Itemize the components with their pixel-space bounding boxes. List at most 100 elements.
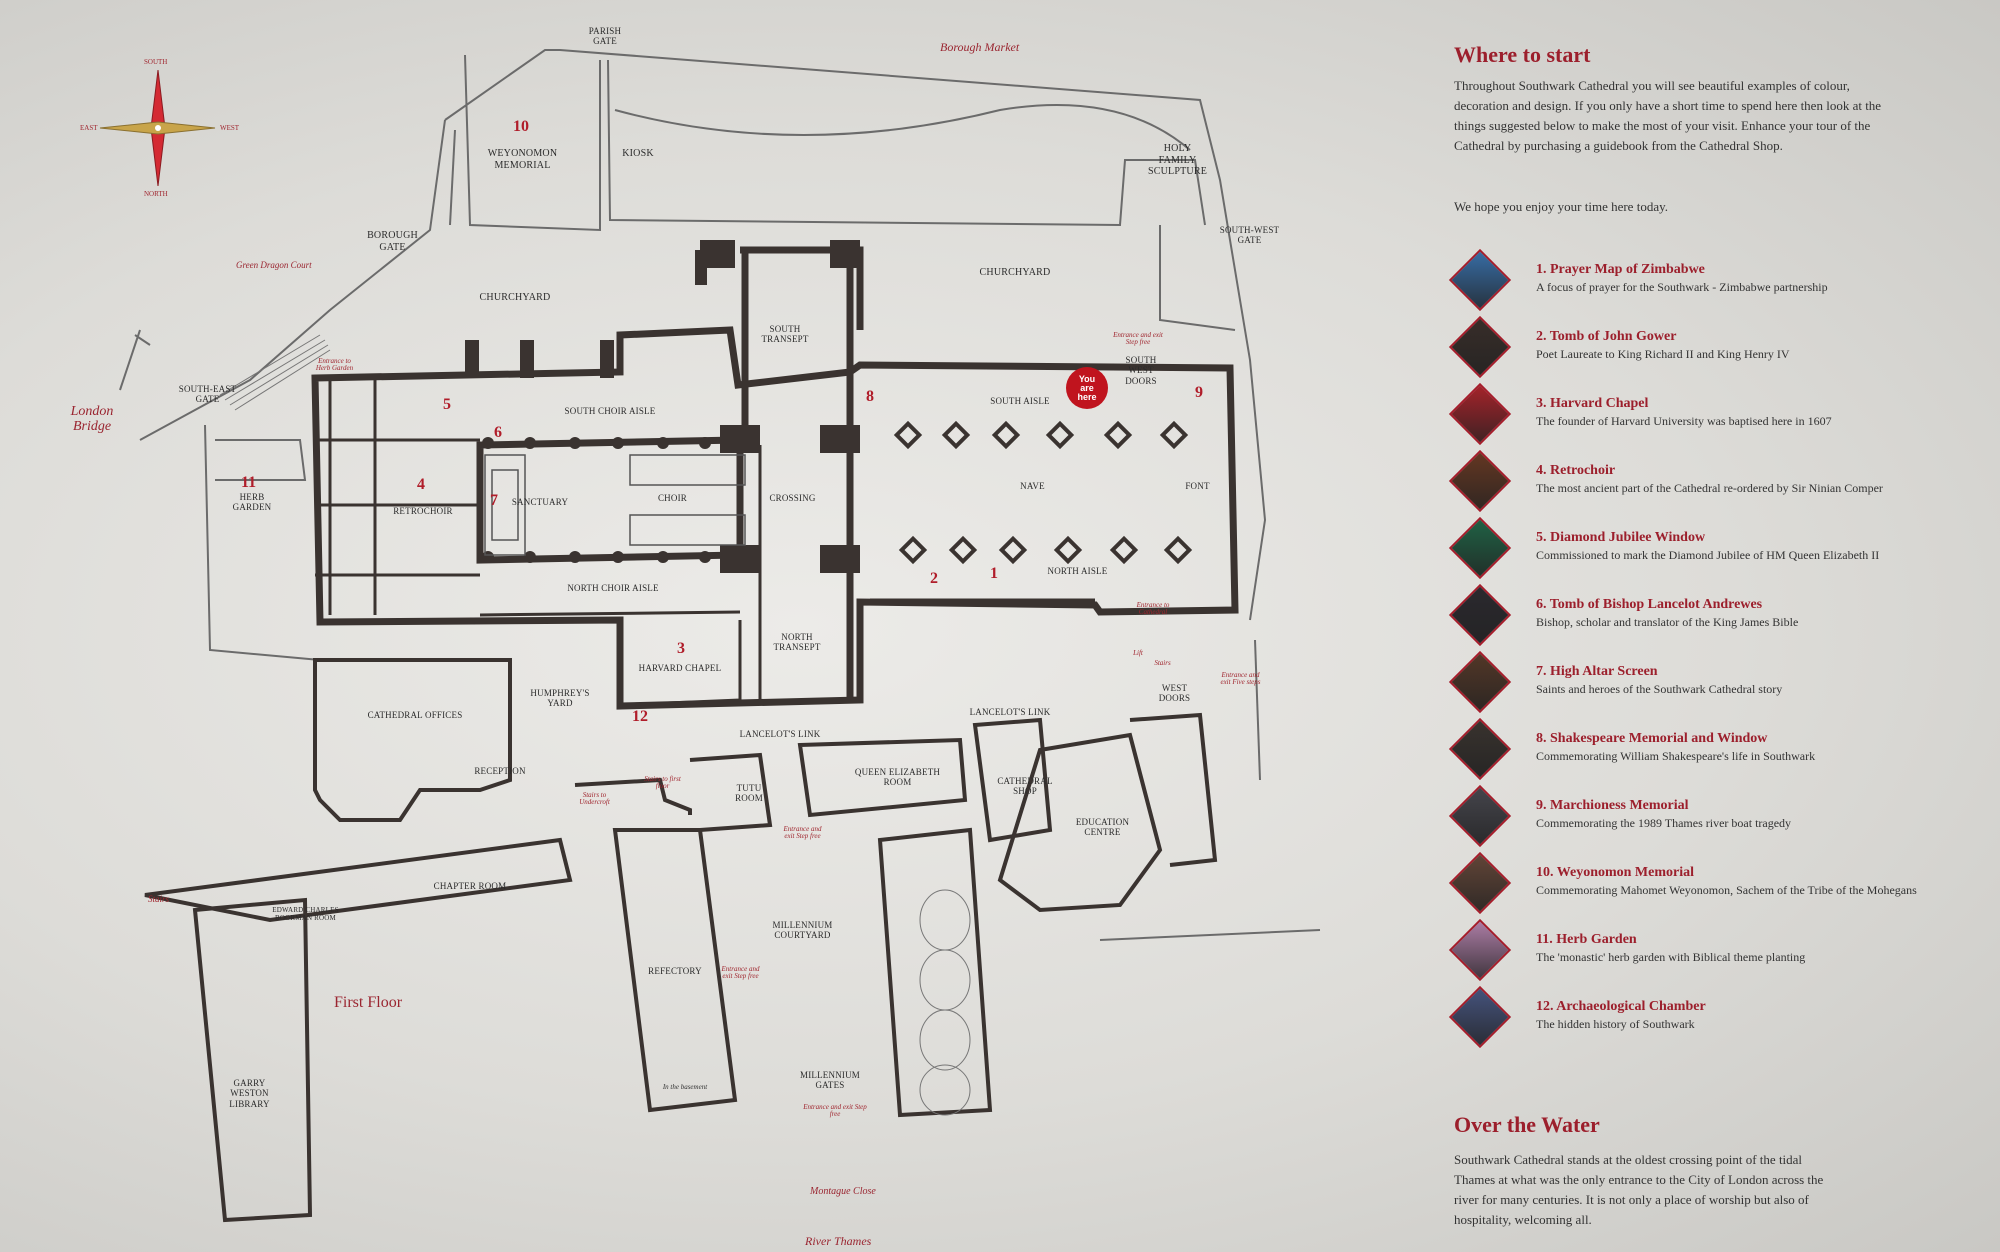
item-description: Bishop, scholar and translator of the Ki… <box>1536 615 1799 629</box>
item-thumbnail-icon <box>1448 985 1512 1049</box>
over-the-water-heading: Over the Water <box>1454 1112 1600 1137</box>
item-thumbnail-icon <box>1448 583 1512 647</box>
cathedral-shop-label: CATHEDRAL SHOP <box>997 776 1053 797</box>
holy-family-sculpture-label: HOLY FAMILY SCULPTURE <box>1147 143 1208 177</box>
point-10: 10 <box>513 118 529 135</box>
point-7: 7 <box>490 492 498 509</box>
item-title: 10. Weyonomon Memorial <box>1536 865 1695 880</box>
in-basement-note: In the basement <box>662 1083 708 1091</box>
point-1: 1 <box>990 565 998 582</box>
weyonomon-memorial-label: WEYONOMON MEMORIAL <box>487 148 558 171</box>
millennium-gates-label: MILLENNIUM GATES <box>800 1070 860 1091</box>
lift-note: Lift <box>1133 649 1143 657</box>
item-thumbnail-icon <box>1448 851 1512 915</box>
item-title: 2. Tomb of John Gower <box>1536 329 1677 344</box>
item-thumbnail-icon <box>1448 315 1512 379</box>
point-3: 3 <box>677 640 685 657</box>
where-to-start-heading: Where to start <box>1454 42 1591 67</box>
item-title: 8. Shakespeare Memorial and Window <box>1536 731 1768 746</box>
item-title: 11. Herb Garden <box>1536 932 1637 947</box>
south-transept-label: SOUTH TRANSEPT <box>761 324 809 345</box>
lancelots-link-2-label: LANCELOT'S LINK <box>969 707 1051 717</box>
refectory-label: REFECTORY <box>648 966 702 976</box>
item-thumbnail-icon <box>1448 516 1512 580</box>
item-thumbnail-icon <box>1448 248 1512 312</box>
item-title: 12. Archaeological Chamber <box>1536 999 1706 1014</box>
entrance-exit-sw-note: Entrance and exit Step free <box>1113 331 1163 347</box>
education-centre-label: EDUCATION CENTRE <box>1075 817 1130 838</box>
sanctuary-label: SANCTUARY <box>511 497 569 507</box>
stairs-label: Stairs <box>148 894 170 904</box>
london-bridge-label: London Bridge <box>70 404 114 434</box>
item-title: 4. Retrochoir <box>1536 463 1616 478</box>
edward-charles-label: EDWARD CHARLES BOORMAN ROOM <box>272 906 339 923</box>
humphreys-yard-label: HUMPHREY'S YARD <box>530 688 590 709</box>
item-description: The most ancient part of the Cathedral r… <box>1536 481 1883 495</box>
item-description: Commemorating Mahomet Weyonomon, Sachem … <box>1536 883 1917 897</box>
south-west-doors-label: SOUTH WEST DOORS <box>1125 355 1157 386</box>
green-dragon-court-label: Green Dragon Court <box>236 260 312 270</box>
choir-label: CHOIR <box>657 493 687 503</box>
entrance-exit-link-note: Entrance and exit Step free <box>783 825 822 841</box>
point-5: 5 <box>443 396 451 413</box>
queen-elizabeth-room-label: QUEEN ELIZABETH ROOM <box>854 767 941 788</box>
item-thumbnail-icon <box>1448 717 1512 781</box>
churchyard-west-label: CHURCHYARD <box>479 292 551 303</box>
north-choir-aisle-label: NORTH CHOIR AISLE <box>567 583 659 593</box>
parish-gate-label: PARISH GATE <box>588 26 622 47</box>
south-aisle-label: SOUTH AISLE <box>990 396 1050 406</box>
where-to-start-body: Throughout Southwark Cathedral you will … <box>1454 78 1882 153</box>
compass-west: WEST <box>220 124 240 132</box>
borough-gate-label: BOROUGH GATE <box>367 230 418 253</box>
item-title: 5. Diamond Jubilee Window <box>1536 530 1706 545</box>
south-east-gate-label: SOUTH-EAST GATE <box>178 384 237 405</box>
item-title: 6. Tomb of Bishop Lancelot Andrewes <box>1536 597 1763 612</box>
compass-rose <box>99 69 216 187</box>
item-description: Commemorating the 1989 Thames river boat… <box>1536 816 1792 830</box>
kiosk-label: KIOSK <box>622 148 654 159</box>
stairs-first-floor-note: Stairs to first floor <box>644 775 681 791</box>
north-transept-label: NORTH TRANSEPT <box>773 632 821 653</box>
tutu-room-label: TUTU ROOM <box>735 783 763 804</box>
first-floor-label: First Floor <box>334 994 403 1011</box>
item-description: A focus of prayer for the Southwark - Zi… <box>1536 280 1828 294</box>
item-description: Poet Laureate to King Richard II and Kin… <box>1536 347 1790 361</box>
nave-label: NAVE <box>1020 481 1045 491</box>
cathedral-floor-plan: SOUTH NORTH EAST WEST Borough Market Gre… <box>70 26 1321 1248</box>
compass-east: EAST <box>80 124 98 132</box>
item-description: The 'monastic' herb garden with Biblical… <box>1536 950 1806 964</box>
item-thumbnail-icon <box>1448 382 1512 446</box>
chapter-room-label: CHAPTER ROOM <box>433 881 507 891</box>
point-2: 2 <box>930 570 938 587</box>
font-label: FONT <box>1185 481 1210 491</box>
entrance-cathedral-note: Entrance to Cathedral <box>1136 601 1170 617</box>
lancelots-link-1-label: LANCELOT'S LINK <box>739 729 821 739</box>
item-title: 9. Marchioness Memorial <box>1536 798 1689 813</box>
point-8: 8 <box>866 388 874 405</box>
item-thumbnail-icon <box>1448 784 1512 848</box>
stairs-small-note: Stairs <box>1154 659 1171 667</box>
stairs-undercroft-note: Stairs to Undercroft <box>579 791 610 807</box>
entrance-exit-gates-note: Entrance and exit Step free <box>803 1103 867 1119</box>
item-description: The hidden history of Southwark <box>1536 1017 1695 1031</box>
south-west-gate-label: SOUTH-WEST GATE <box>1219 225 1280 246</box>
item-description: Commemorating William Shakespeare's life… <box>1536 749 1816 763</box>
cathedral-offices-label: CATHEDRAL OFFICES <box>367 710 463 720</box>
garry-weston-library-label: GARRY WESTON LIBRARY <box>229 1078 270 1109</box>
compass-north: NORTH <box>144 190 168 198</box>
point-6: 6 <box>494 424 502 441</box>
borough-market-label: Borough Market <box>940 40 1020 54</box>
entrance-exit-refectory-note: Entrance and exit Step free <box>721 965 760 981</box>
river-thames-label: River Thames <box>805 1234 872 1248</box>
retrochoir-label: RETROCHOIR <box>393 506 453 516</box>
you-are-here-marker: You are here <box>1066 367 1108 409</box>
item-thumbnail-icon <box>1448 449 1512 513</box>
reception-label: RECEPTION <box>474 766 526 776</box>
